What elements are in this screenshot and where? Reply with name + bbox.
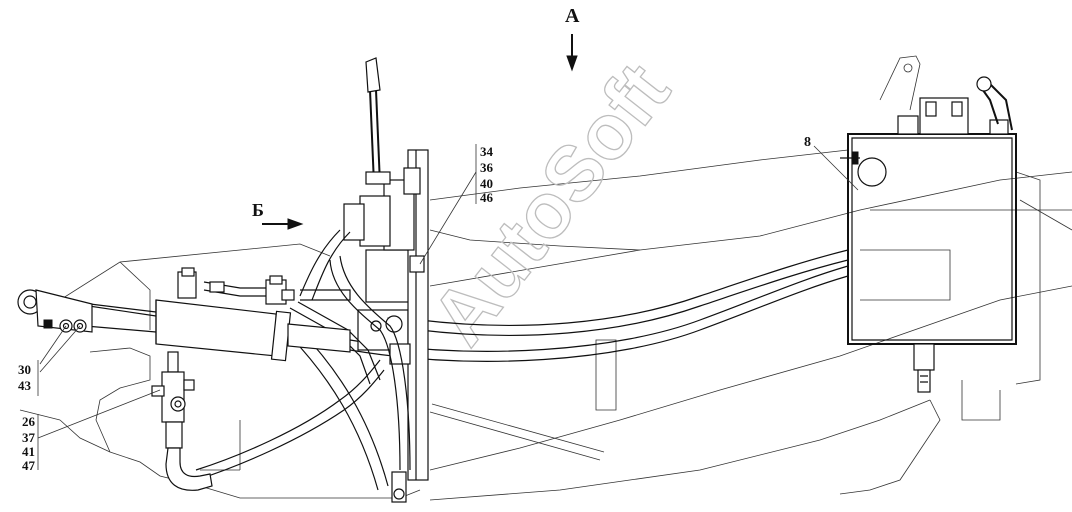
rod-eye (17, 289, 93, 333)
callout-group-eye: 30 43 (18, 362, 32, 393)
callout-30: 30 (18, 362, 31, 377)
pipelines (349, 249, 849, 362)
view-arrow-a (566, 34, 578, 72)
tee-fitting (151, 351, 213, 491)
callout-34: 34 (480, 144, 494, 159)
view-arrow-b (262, 218, 304, 230)
frame-outline (19, 55, 1072, 501)
callout-36: 36 (480, 160, 494, 175)
callout-26: 26 (22, 414, 36, 429)
callout-47: 47 (22, 458, 36, 473)
callout-group-valve: 34 36 40 46 (480, 144, 494, 205)
control-valve (343, 57, 429, 503)
leader-lines (37, 144, 859, 470)
callout-37: 37 (22, 430, 36, 445)
callout-group-tee: 26 37 41 47 (22, 414, 36, 473)
callout-tank: 8 (804, 135, 811, 150)
callout-40: 40 (480, 176, 493, 191)
callout-41: 41 (22, 444, 35, 459)
callout-43: 43 (18, 378, 32, 393)
hoses (195, 229, 411, 491)
hydraulic-tank (840, 76, 1017, 393)
watermark-text: AutoSoft (414, 47, 686, 361)
callout-46: 46 (480, 190, 494, 205)
view-label-b: Б (252, 200, 264, 220)
view-label-a: A (565, 5, 580, 27)
watermark: AutoSoft (413, 46, 686, 361)
